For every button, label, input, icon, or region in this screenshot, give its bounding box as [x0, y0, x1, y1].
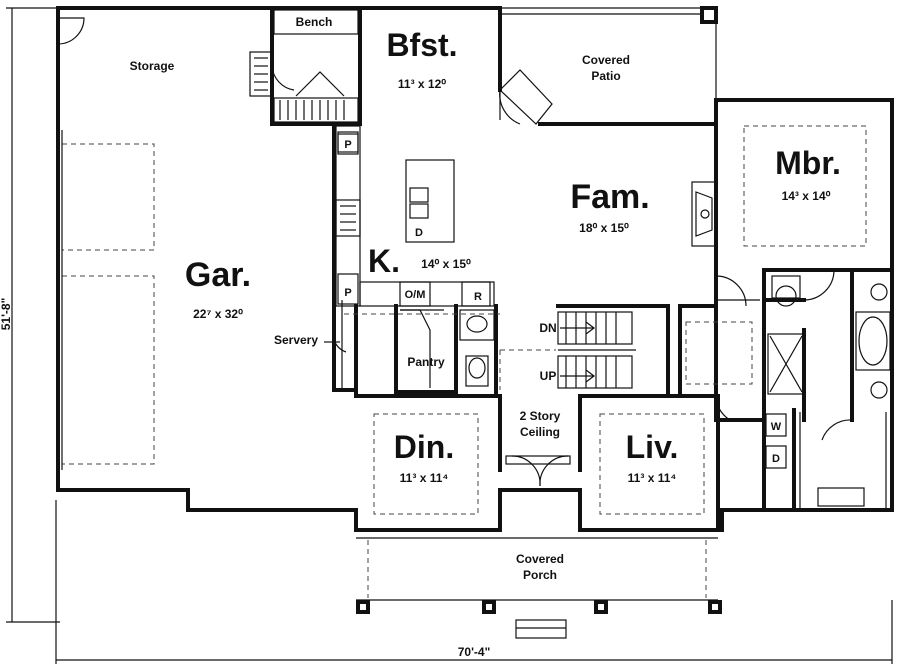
room-garage-name: Gar.: [185, 256, 251, 294]
room-garage-dim: 22⁷ x 32⁰: [193, 307, 243, 321]
label-pantry: Pantry: [407, 355, 445, 369]
dimension-lines: [6, 7, 893, 664]
front-rooms: [354, 349, 720, 532]
pantry-cabinet-label: P: [344, 139, 351, 151]
overall-width: 70'-4": [458, 645, 491, 659]
room-dining-name: Din.: [394, 429, 454, 465]
kitchen-counters: [335, 125, 495, 307]
label-servery: Servery: [274, 333, 318, 347]
laundry-closet: [714, 389, 887, 512]
label-stairs-down: DN: [539, 321, 556, 335]
garage-door-panel: [61, 143, 155, 251]
room-living-name: Liv.: [626, 429, 679, 465]
room-family-name: Fam.: [570, 178, 649, 216]
front-door: [505, 455, 571, 487]
room-dining-dim: 11³ x 11⁴: [400, 471, 449, 485]
garage-side-door: [57, 17, 85, 45]
master-bath: [762, 268, 894, 441]
label-covered-patio-2: Patio: [591, 69, 620, 83]
label-covered-porch-1: Covered: [516, 552, 564, 566]
room-breakfast-name: Bfst.: [386, 27, 457, 63]
label-stairs-up: UP: [540, 369, 557, 383]
label-covered-porch-2: Porch: [523, 568, 557, 582]
covered-porch: [356, 537, 722, 639]
kitchen-island: [405, 159, 455, 243]
fireplace: [691, 181, 717, 247]
patio-door: [499, 69, 553, 125]
washer-label: W: [771, 421, 782, 433]
room-kitchen-name: K.: [368, 243, 400, 279]
label-storage: Storage: [130, 59, 175, 73]
garage-door-panel: [61, 275, 155, 465]
label-two-story-1: 2 Story: [520, 409, 561, 423]
dryer-label: D: [772, 453, 780, 465]
room-living-dim: 11³ x 11⁴: [628, 471, 677, 485]
powder-room-fixtures: [459, 309, 495, 387]
staircase: [556, 304, 670, 394]
label-bench: Bench: [296, 15, 333, 29]
overall-depth: 51'-8": [0, 298, 13, 331]
label-covered-patio-1: Covered: [582, 53, 630, 67]
master-tray-ceiling: [743, 125, 867, 247]
pantry-cabinet-label: P: [344, 287, 351, 299]
oven-microwave-label: O/M: [405, 289, 426, 301]
label-two-story-2: Ceiling: [520, 425, 560, 439]
room-breakfast-dim: 11³ x 12⁰: [398, 77, 446, 91]
room-kitchen-dim: 14⁰ x 15⁰: [421, 257, 471, 271]
pantry-walls: [344, 304, 500, 398]
room-family-dim: 18⁰ x 15⁰: [579, 221, 629, 235]
room-master-name: Mbr.: [775, 145, 841, 181]
dishwasher-label: D: [415, 227, 423, 239]
hall-closet: [685, 321, 753, 385]
mudroom: [249, 9, 359, 123]
room-master-dim: 14³ x 14⁰: [782, 189, 831, 203]
refrigerator-label: R: [474, 291, 482, 303]
